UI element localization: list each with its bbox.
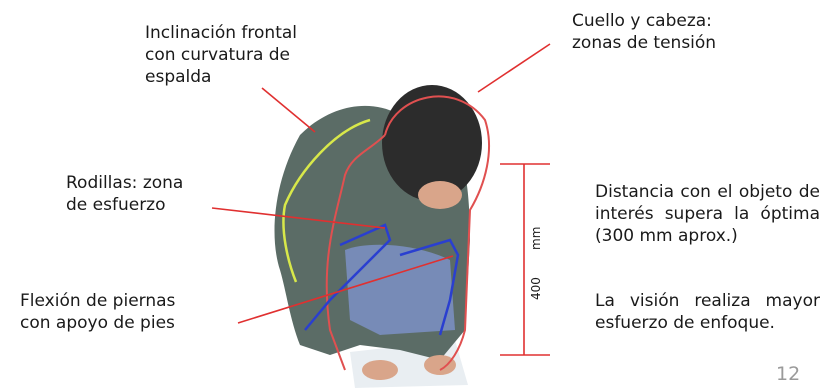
callout-line-cuello — [477, 43, 551, 93]
knee-line-right — [399, 238, 460, 336]
face-shape — [418, 181, 462, 209]
knee-line-left — [304, 223, 392, 331]
label-cuello: Cuello y cabeza: zonas de tensión — [572, 11, 717, 53]
callout-line-flexion — [237, 255, 454, 324]
label-rodillas: Rodillas: zona de esfuerzo — [66, 173, 184, 215]
label-distancia: Distancia con el objeto de interés super… — [595, 182, 820, 246]
spine-curve — [282, 118, 371, 283]
right-hand — [424, 355, 456, 375]
page-number: 12 — [776, 363, 801, 385]
pants-shape — [345, 244, 455, 335]
left-hand — [362, 360, 398, 380]
label-vision: La visión realiza mayor esfuerzo de enfo… — [595, 291, 820, 333]
callout-line-rodillas — [211, 207, 386, 229]
callout-line-inclinacion — [261, 87, 316, 133]
head-shape — [382, 85, 482, 201]
label-inclinacion: Inclinación frontal con curvatura de esp… — [145, 23, 298, 87]
dimension-value: 400 — [529, 277, 543, 300]
dimension-unit: mm — [529, 226, 543, 250]
label-flexion: Flexión de piernas con apoyo de pies — [20, 291, 176, 333]
